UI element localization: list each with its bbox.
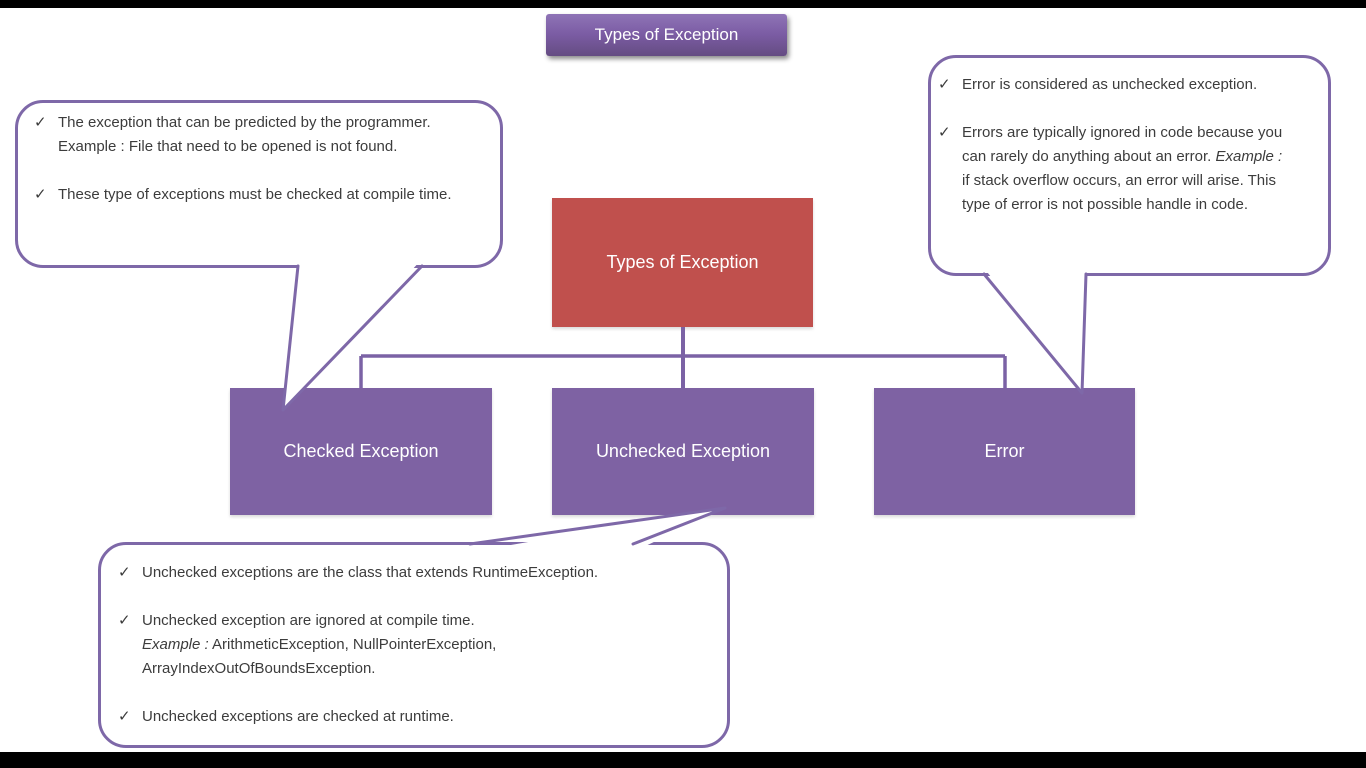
- slide-title: Types of Exception: [594, 25, 739, 44]
- child-node-label: Error: [984, 441, 1025, 461]
- bullet-text: Unchecked exception are ignored at compi…: [142, 612, 497, 677]
- bullet-text: Unchecked exceptions are checked at runt…: [142, 708, 454, 725]
- child-node-label: Unchecked Exception: [595, 441, 771, 461]
- checkmark-icon: ✓: [938, 76, 951, 93]
- bullet-item: ✓ Unchecked exception are ignored at com…: [118, 609, 707, 681]
- bullet-text: The exception that can be predicted by t…: [58, 114, 431, 155]
- bullet-item: ✓ Error is considered as unchecked excep…: [938, 73, 1292, 97]
- bullet-text: Error is considered as unchecked excepti…: [962, 76, 1258, 93]
- bullet-text: These type of exceptions must be checked…: [58, 186, 452, 203]
- checkmark-icon: ✓: [118, 708, 131, 725]
- bottom-frame-bar: [0, 752, 1366, 768]
- callout-error-tail-outline: [982, 272, 1088, 395]
- bullet-item: ✓ Unchecked exceptions are checked at ru…: [118, 705, 707, 729]
- child-node-error: Error: [874, 388, 1135, 515]
- slide-title-banner: Types of Exception: [546, 14, 787, 56]
- bullet-item: ✓ Errors are typically ignored in code b…: [938, 121, 1292, 217]
- bullet-item: ✓ Unchecked exceptions are the class tha…: [118, 561, 707, 585]
- checkmark-icon: ✓: [118, 612, 131, 629]
- bullet-text: Errors are typically ignored in code bec…: [962, 124, 1283, 213]
- checkmark-icon: ✓: [34, 114, 47, 131]
- callout-error-tail-fill: [984, 268, 1086, 393]
- bullet-item: ✓ These type of exceptions must be check…: [34, 183, 483, 207]
- checkmark-icon: ✓: [34, 186, 47, 203]
- callout-unchecked-exception: ✓ Unchecked exceptions are the class tha…: [98, 542, 730, 748]
- bullet-item: ✓ The exception that can be predicted by…: [34, 111, 483, 159]
- child-node-unchecked-exception: Unchecked Exception: [552, 388, 814, 515]
- checkmark-icon: ✓: [938, 124, 951, 141]
- bullet-text: Unchecked exceptions are the class that …: [142, 564, 599, 581]
- top-frame-bar: [0, 0, 1366, 8]
- root-node-types-of-exception: Types of Exception: [552, 198, 813, 327]
- callout-checked-exception: ✓ The exception that can be predicted by…: [15, 100, 503, 268]
- checkmark-icon: ✓: [118, 564, 131, 581]
- child-node-checked-exception: Checked Exception: [230, 388, 492, 515]
- root-node-label: Types of Exception: [606, 252, 759, 272]
- callout-error: ✓ Error is considered as unchecked excep…: [928, 55, 1331, 276]
- child-node-label: Checked Exception: [283, 441, 439, 461]
